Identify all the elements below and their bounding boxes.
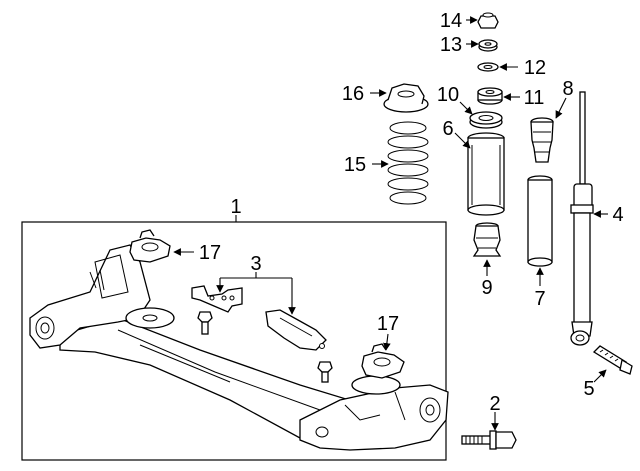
- spring-pad-right: [361, 343, 405, 379]
- dust-boot: [467, 132, 505, 216]
- bump-stop-lower: [472, 222, 502, 257]
- callout-5: 5: [583, 378, 594, 400]
- bracket-bolt-right: [317, 361, 333, 383]
- callout-4: 4: [612, 204, 623, 226]
- nut-14: [477, 12, 499, 29]
- callout-1: 1: [230, 196, 241, 218]
- callout-14: 14: [440, 10, 462, 32]
- callout-8: 8: [562, 78, 573, 100]
- callout-11: 11: [524, 87, 545, 109]
- callout-15: 15: [344, 154, 366, 176]
- leader-8: [555, 97, 567, 119]
- upper-mount: [469, 111, 503, 129]
- callout-16: 16: [342, 83, 364, 105]
- callout-17b: 17: [377, 313, 399, 335]
- rear-axle-beam: [29, 244, 449, 451]
- callout-7: 7: [534, 288, 545, 310]
- bump-stop-upper: [530, 117, 554, 163]
- leader-10: [459, 101, 473, 115]
- callout-2: 2: [489, 393, 500, 415]
- heat-shield-brackets: [191, 285, 327, 351]
- callout-13: 13: [440, 34, 462, 56]
- callout-10: 10: [437, 84, 459, 106]
- mount-bushing: [477, 87, 503, 105]
- shock-lower-bolt: [592, 345, 633, 375]
- shock-absorber: [570, 91, 594, 346]
- axle-assembly-frame: [21, 221, 447, 461]
- axle-mount-bolt: [461, 430, 517, 450]
- leader-5: [593, 369, 607, 383]
- callout-9: 9: [481, 277, 492, 299]
- washer-12: [477, 62, 499, 72]
- bracket-bolt-left: [197, 311, 213, 335]
- coil-spring: [387, 121, 429, 205]
- spring-seat: [383, 83, 429, 113]
- spring-pad-left: [129, 229, 171, 263]
- leader-17b: [383, 333, 391, 351]
- callout-17a: 17: [199, 242, 221, 264]
- protector: [527, 175, 553, 267]
- callout-3: 3: [250, 253, 261, 275]
- washer-13: [478, 39, 498, 52]
- callout-6: 6: [442, 118, 453, 140]
- leader-6: [454, 132, 471, 149]
- callout-12: 12: [524, 57, 546, 79]
